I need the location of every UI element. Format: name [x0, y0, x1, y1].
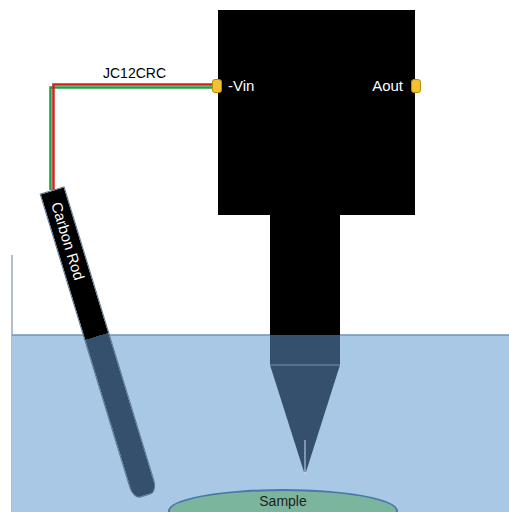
sample-ellipse: Sample	[168, 489, 398, 512]
connector-jack	[212, 79, 222, 93]
probe-tip-edge	[270, 365, 340, 366]
part-label: Carbon Rod	[44, 199, 91, 283]
connector-jack	[411, 79, 421, 93]
part-label: Sample	[170, 493, 396, 509]
water	[12, 335, 509, 512]
probe-tip-point	[305, 440, 306, 474]
cable-label: JC12CRC	[101, 65, 168, 81]
instrument-box: -Vin Aout	[218, 10, 415, 215]
signal-cable	[50, 85, 212, 190]
cable-wire	[53, 85, 212, 190]
probe-stem-submerged	[270, 335, 340, 365]
pin-name: Aout	[372, 77, 403, 94]
probe-stem	[270, 213, 340, 335]
cable-wire	[50, 88, 212, 190]
carbon-rod: Carbon Rod	[40, 186, 158, 500]
pin-name: -Vin	[228, 77, 254, 94]
